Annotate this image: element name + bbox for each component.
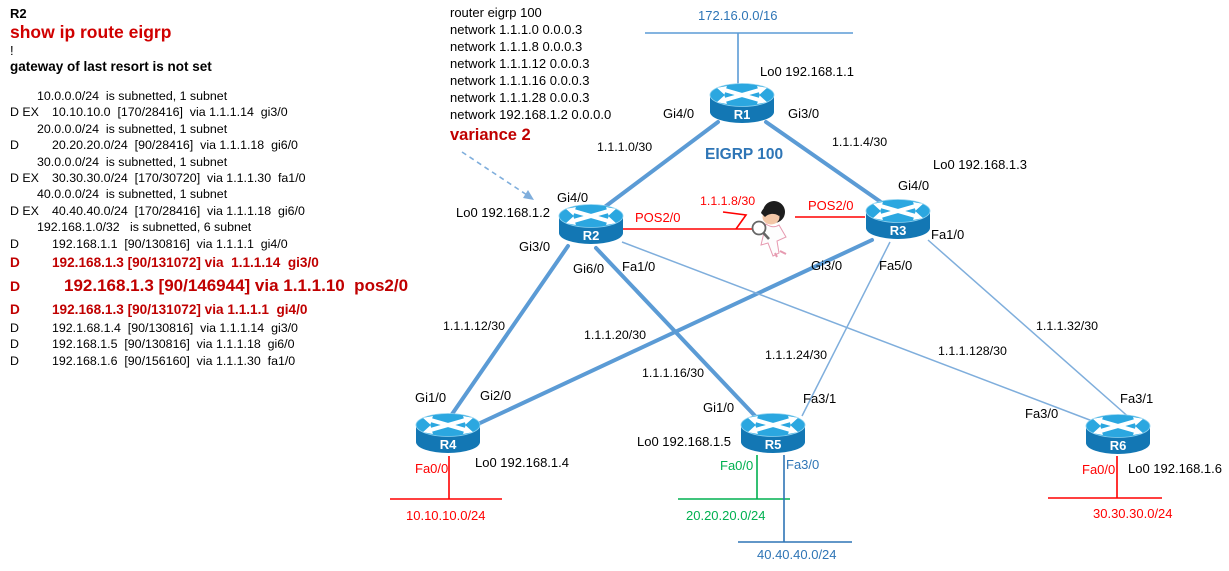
interface-r3-pos2-0: POS2/0 <box>808 198 854 213</box>
loopback-r4: Lo0 192.168.1.4 <box>475 455 569 470</box>
interface-r3-gi3-0: Gi3/0 <box>811 258 843 273</box>
interface-r4-fa0-0: Fa0/0 <box>415 461 449 476</box>
router-name: R6 <box>1110 438 1127 453</box>
router-icon: R4 <box>415 413 481 453</box>
router-icon: R5 <box>740 413 806 453</box>
config-line: network 192.168.1.2 0.0.0.0 <box>450 107 612 122</box>
interface-r2-fa1-0: Fa1/0 <box>622 259 656 274</box>
network-label-172: 172.16.0.0/16 <box>698 8 778 23</box>
stub-network-r4: 10.10.10.0/24 <box>406 508 486 523</box>
subnet-label-r2-r4: 1.1.1.12/30 <box>443 319 506 333</box>
router-name: R4 <box>440 437 457 452</box>
config-line: network 1.1.1.28 0.0.0.3 <box>450 90 590 105</box>
eigrp-domain-title: EIGRP 100 <box>705 146 784 163</box>
route-row: 20.0.0.0/24 is subnetted, 1 subnet <box>37 121 228 136</box>
separator: ! <box>10 43 14 58</box>
router-name: R5 <box>765 437 782 452</box>
router-icon: R1 <box>709 83 775 123</box>
eigrp-config-panel: router eigrp 100 network 1.1.1.0 0.0.0.3… <box>450 4 680 145</box>
interface-r5-gi1-0: Gi1/0 <box>703 400 735 415</box>
config-line: network 1.1.1.0 0.0.0.3 <box>450 22 583 37</box>
router-r4: R4 <box>415 412 481 459</box>
router-r2: R2 <box>558 203 624 250</box>
subnet-label-r2-r6: 1.1.1.128/30 <box>938 344 1007 358</box>
route-row: 30.0.0.0/24 is subnetted, 1 subnet <box>37 154 228 169</box>
interface-r6-fa0-0: Fa0/0 <box>1082 462 1116 477</box>
variance-annotation: variance 2 <box>450 126 531 144</box>
subnet-label-r1-r3: 1.1.1.4/30 <box>832 135 888 149</box>
subnet-label-r1-r2: 1.1.1.0/30 <box>597 140 653 154</box>
interface-r5-fa3-1: Fa3/1 <box>803 391 837 406</box>
route-row: 10.0.0.0/24 is subnetted, 1 subnet <box>37 89 228 103</box>
interface-r1-gi4-0: Gi4/0 <box>663 106 695 121</box>
subnet-label-r4-r3: 1.1.1.20/30 <box>584 328 647 342</box>
router-r5: R5 <box>740 412 806 459</box>
router-icon: R2 <box>558 204 624 244</box>
interface-r5-fa0-0: Fa0/0 <box>720 458 754 473</box>
interface-r2-pos2-0: POS2/0 <box>635 210 681 225</box>
subnet-label-r2-r5: 1.1.1.16/30 <box>642 366 705 380</box>
config-line: network 1.1.1.16 0.0.0.3 <box>450 73 590 88</box>
interface-r6-fa3-1: Fa3/1 <box>1120 391 1154 406</box>
stub-network-r5-blue: 40.40.40.0/24 <box>757 547 837 562</box>
interface-r4-gi1-0: Gi1/0 <box>415 390 447 405</box>
router-r3: R3 <box>865 198 931 245</box>
router-icon: R3 <box>865 199 931 239</box>
router-icon: R6 <box>1085 414 1151 454</box>
device-name: R2 <box>10 6 27 21</box>
loopback-r1: Lo0 192.168.1.1 <box>760 64 854 79</box>
config-line: network 1.1.1.12 0.0.0.3 <box>450 56 590 71</box>
config-line: router eigrp 100 <box>450 5 542 20</box>
route-row: 192.168.1.0/32 is subnetted, 6 subnet <box>37 220 252 235</box>
show-command: show ip route eigrp <box>10 22 172 42</box>
interface-r1-gi3-0: Gi3/0 <box>788 106 820 121</box>
interface-r6-fa3-0: Fa3/0 <box>1025 406 1059 421</box>
loopback-r2: Lo0 192.168.1.2 <box>456 205 550 220</box>
interface-r2-gi4-0: Gi4/0 <box>557 190 589 205</box>
interface-r2-gi3-0: Gi3/0 <box>519 239 551 254</box>
route-row: 40.0.0.0/24 is subnetted, 1 subnet <box>37 187 228 202</box>
interface-r3-fa1-0: Fa1/0 <box>931 227 965 242</box>
subnet-label-r5-r3: 1.1.1.24/30 <box>765 348 828 362</box>
interface-r3-gi4-0: Gi4/0 <box>898 178 930 193</box>
stub-network-r6: 30.30.30.0/24 <box>1093 506 1173 521</box>
route-output-panel: R2 show ip route eigrp ! gateway of last… <box>10 6 435 369</box>
interface-r3-fa5-0: Fa5/0 <box>879 258 913 273</box>
gateway-line: gateway of last resort is not set <box>10 59 212 74</box>
router-name: R1 <box>734 107 751 122</box>
interface-r2-gi6-0: Gi6/0 <box>573 261 605 276</box>
router-name: R2 <box>583 228 600 243</box>
inspector-person-icon <box>746 200 798 258</box>
variance-pointer-arrow <box>461 151 528 196</box>
interface-r5-fa3-0: Fa3/0 <box>786 457 820 472</box>
stub-network-r5-green: 20.20.20.0/24 <box>686 508 766 523</box>
loopback-r6: Lo0 192.168.1.6 <box>1128 461 1222 476</box>
subnet-label-r3-r6: 1.1.1.32/30 <box>1036 319 1099 333</box>
subnet-label-r2-r3: 1.1.1.8/30 <box>700 194 756 208</box>
loopback-r5: Lo0 192.168.1.5 <box>637 434 731 449</box>
config-line: network 1.1.1.8 0.0.0.3 <box>450 39 583 54</box>
router-r1: R1 <box>709 82 775 129</box>
loopback-r3: Lo0 192.168.1.3 <box>933 157 1027 172</box>
interface-r4-gi2-0: Gi2/0 <box>480 388 512 403</box>
router-name: R3 <box>890 223 907 238</box>
router-r6: R6 <box>1085 413 1151 460</box>
